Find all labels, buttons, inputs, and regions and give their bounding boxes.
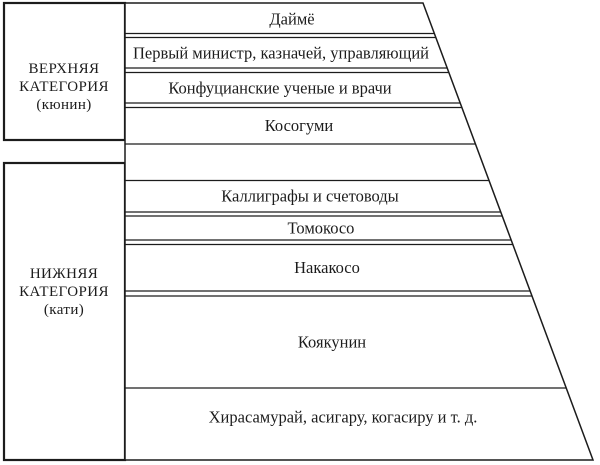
upper-category-label-line-1: ВЕРХНЯЯ [29,61,100,77]
band-label-hirasamurai: Хирасамурай, асигару, когасиру и т. д. [209,408,478,427]
upper-category-box [2,1,127,142]
lower-category-label-line-2: КАТЕГОРИЯ [19,284,109,300]
pyramid-outline [124,2,595,461]
band-label-scholars: Конфуцианские ученые и врачи [168,79,391,98]
upper-category-label-line-2: КАТЕГОРИЯ [19,79,109,95]
band-label-koyakunin: Коякунин [298,333,366,352]
band-label-kosogumi: Косогуми [265,116,334,135]
band-label-nakakoso: Накакосо [294,258,360,277]
band-label-calligraphers: Каллиграфы и счетоводы [221,187,399,206]
band-label-daime: Даймё [269,10,314,29]
lower-category-box [2,161,127,462]
band-label-ministers: Первый министр, казначей, управляющий [133,44,429,63]
upper-category-label-line-3: (кюнин) [36,97,91,113]
band-label-tomokoso: Томокосо [288,219,355,238]
lower-category-label-line-1: НИЖНЯЯ [30,266,98,282]
lower-category-label-line-3: (кати) [44,302,84,318]
